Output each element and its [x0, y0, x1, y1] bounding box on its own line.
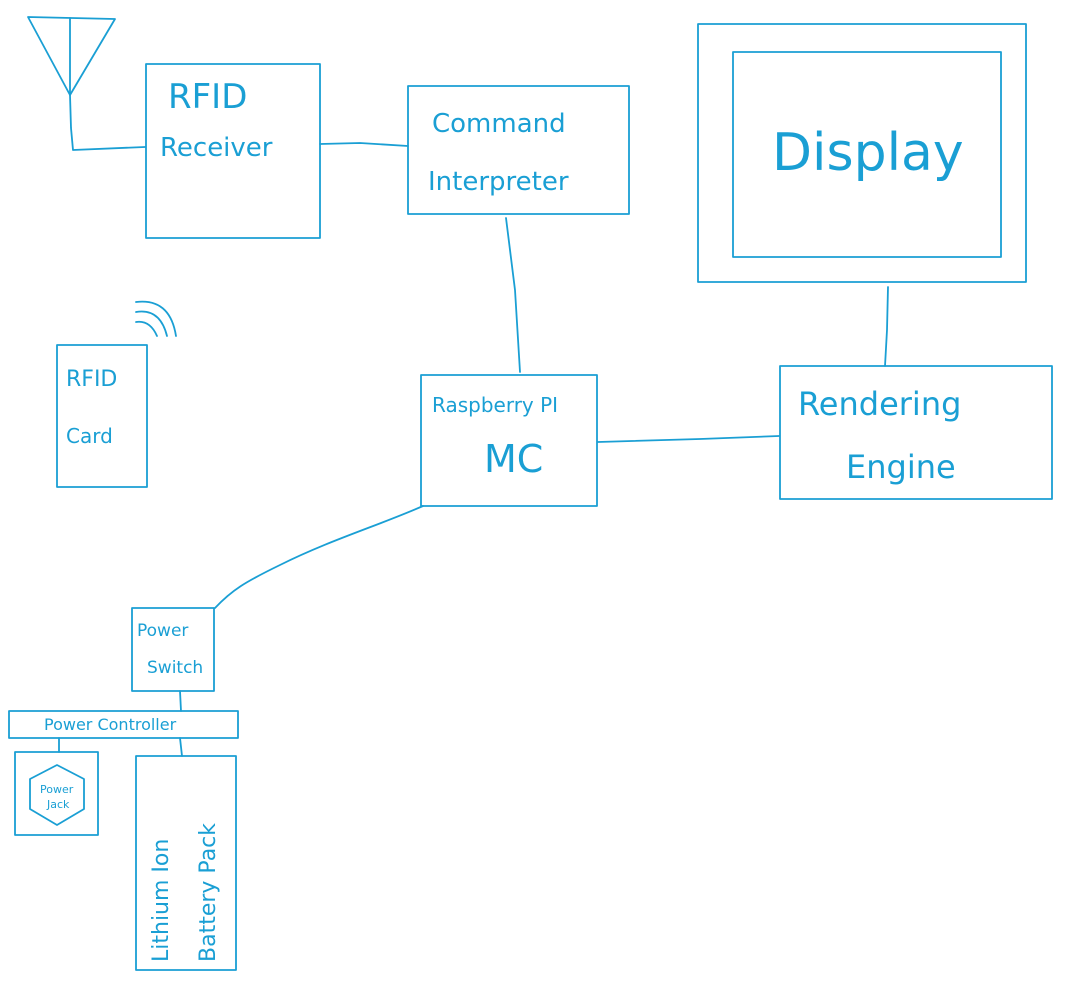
rfid-receiver-label-line1: RFID: [168, 77, 247, 117]
connector-switch-controller: [179, 690, 182, 712]
rfid-receiver-box: [145, 63, 321, 239]
battery-pack-label-line1: Lithium Ion: [149, 839, 174, 962]
battery-pack-box: [135, 755, 237, 971]
rendering-engine-box: [779, 365, 1053, 500]
rfid-receiver-node: RFID Receiver: [145, 63, 321, 239]
power-switch-node: Power Switch: [131, 607, 215, 692]
raspberry-pi-node: Raspberry PI MC: [420, 374, 598, 507]
raspberry-pi-box: [420, 374, 598, 507]
rendering-engine-label-line2: Engine: [846, 448, 956, 486]
rfid-card-node: RFID Card: [56, 344, 148, 488]
power-controller-node: Power Controller: [8, 710, 239, 739]
power-controller-box: [8, 710, 239, 739]
display-node: Display: [697, 23, 1027, 283]
power-jack-label-line2: Jack: [46, 798, 70, 811]
battery-pack-node: Lithium Ion Battery Pack: [135, 755, 237, 971]
command-interpreter-node: Command Interpreter: [407, 85, 630, 215]
connector-display-rendering: [884, 286, 889, 367]
power-switch-label-line1: Power: [137, 621, 188, 641]
rendering-engine-node: Rendering Engine: [779, 365, 1053, 500]
command-interpreter-label-line2: Interpreter: [428, 167, 569, 197]
rfid-card-box: [56, 344, 148, 488]
antenna-icon: [27, 16, 146, 151]
connector-pi-power-switch: [214, 505, 424, 609]
connector-receiver-interpreter: [319, 142, 409, 147]
power-jack-label-line1: Power: [40, 783, 74, 796]
battery-pack-label-line2: Battery Pack: [196, 823, 221, 962]
hexagon-icon: [29, 764, 85, 826]
rfid-receiver-label-line2: Receiver: [160, 133, 273, 163]
display-screen: [732, 51, 1002, 258]
connector-pi-rendering: [597, 435, 780, 443]
connector-interpreter-pi: [505, 217, 521, 373]
wireless-signal-icon: [135, 300, 177, 337]
rfid-card-label-line2: Card: [66, 424, 113, 448]
display-outer-frame: [697, 23, 1027, 283]
raspberry-pi-label-line2: MC: [484, 437, 543, 481]
command-interpreter-label-line1: Command: [432, 109, 566, 139]
connector-controller-battery: [179, 737, 183, 757]
command-interpreter-box: [407, 85, 630, 215]
rfid-card-label-line1: RFID: [66, 367, 117, 392]
power-jack-node: Power Jack: [14, 751, 99, 836]
rendering-engine-label-line1: Rendering: [798, 385, 961, 423]
power-switch-box: [131, 607, 215, 692]
raspberry-pi-label-line1: Raspberry PI: [432, 393, 558, 417]
display-label: Display: [772, 123, 964, 183]
power-switch-label-line2: Switch: [147, 658, 203, 678]
power-controller-label: Power Controller: [44, 715, 177, 734]
power-jack-box: [14, 751, 99, 836]
